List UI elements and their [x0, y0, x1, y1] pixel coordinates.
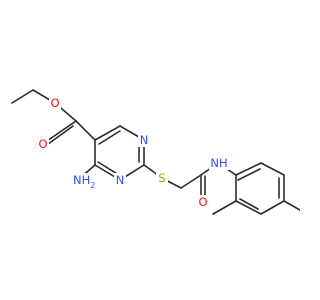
amide-oxygen-label: O — [198, 195, 207, 209]
mask-n1 — [138, 133, 150, 147]
structure-svg: O O N N NH2 S NH O — [11, 89, 300, 215]
molecule-diagram: O O N N NH2 S NH O — [11, 89, 300, 215]
bond-aryl-c4-c3 — [260, 200, 285, 215]
bond-aryl-c1-c6-double — [237, 168, 261, 181]
bond-aryl-c6-c5 — [260, 162, 285, 176]
bond-ring-c5-c6 — [94, 125, 121, 141]
atom-labels: O O N N NH2 S NH O — [38, 96, 227, 209]
ester-carbonyl-oxygen-label: O — [38, 137, 47, 151]
thioether-sulfur-label: S — [158, 171, 165, 185]
bond-ring-c5-c6-double — [98, 130, 121, 145]
label-masks — [37, 96, 229, 209]
mask-amide-nh — [209, 156, 229, 170]
bond-para-methyl — [283, 200, 300, 211]
mask-s — [156, 171, 168, 185]
bond-aryl-c3-c2 — [235, 200, 262, 215]
mask-carbonyl-o — [37, 137, 49, 151]
amide-nh-label: NH — [210, 156, 227, 170]
bond-carbonyl-c-o — [43, 120, 77, 144]
ester-ether-oxygen-label: O — [50, 96, 59, 110]
mask-amino — [72, 173, 94, 191]
bonds — [11, 89, 300, 215]
mask-ester-o — [49, 96, 61, 110]
ring-n1-label: N — [140, 133, 149, 147]
bond-ortho-methyl — [212, 200, 237, 215]
ring-n3-label: N — [116, 173, 125, 187]
bond-aryl-c3-c2-double — [239, 198, 259, 210]
mask-amide-o — [197, 195, 209, 209]
bond-ring-n3-c4-double — [97, 161, 120, 176]
amino-label: NH2 — [73, 173, 95, 190]
mask-n3 — [114, 173, 126, 187]
amino-nh: NH — [73, 173, 90, 187]
bond-carbonyl-ring — [75, 120, 96, 141]
bond-aryl-c1-c6 — [235, 162, 262, 176]
bond-ch2-amide-c — [180, 174, 202, 189]
bond-ethyl-ch3-ch2 — [11, 89, 34, 104]
amino-subscript: 2 — [90, 181, 95, 190]
